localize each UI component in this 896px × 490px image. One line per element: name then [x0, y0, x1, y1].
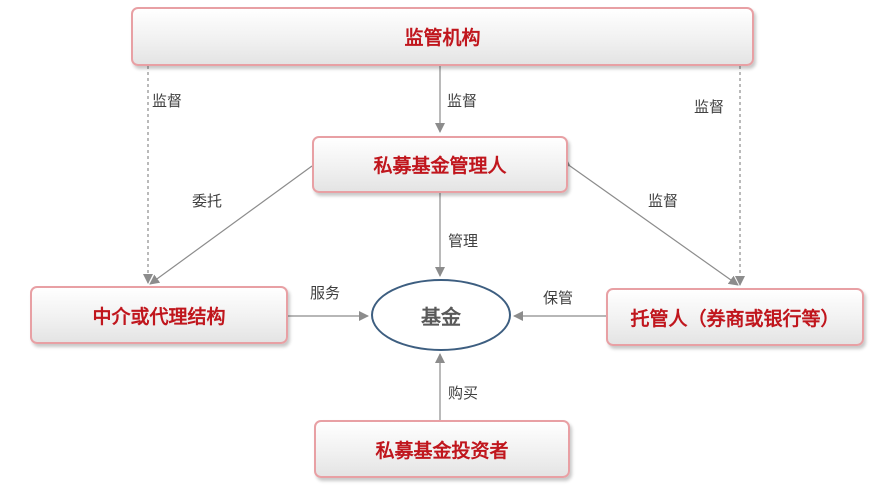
node-fund-label: 基金	[421, 304, 461, 329]
arrow-manager-to-intermediary	[149, 165, 313, 285]
node-investor-label: 私募基金投资者	[375, 439, 509, 462]
edge-label-manager-fund: 管理	[448, 232, 479, 250]
edge-label-investor-fund: 购买	[448, 384, 479, 402]
node-regulator: 监管机构	[131, 7, 754, 66]
node-intermediary: 中介或代理结构	[30, 286, 288, 344]
node-fund-manager: 私募基金管理人	[312, 136, 568, 193]
node-intermediary-label: 中介或代理结构	[92, 305, 226, 328]
edge-label-manager-intermediary: 委托	[192, 192, 223, 210]
node-fund: 基金	[371, 279, 511, 351]
edge-label-manager-custodian: 监督	[648, 192, 679, 210]
arrow-manager-custodian-bidirectional	[559, 156, 739, 286]
node-regulator-label: 监管机构	[404, 27, 481, 49]
node-fund-manager-label: 私募基金管理人	[373, 155, 507, 177]
edge-label-regulator-custodian: 监督	[694, 98, 725, 116]
edge-label-regulator-manager: 监督	[447, 92, 478, 110]
node-custodian: 托管人（券商或银行等）	[606, 288, 864, 346]
node-investor: 私募基金投资者	[314, 420, 570, 478]
edge-label-custodian-fund: 保管	[543, 289, 574, 307]
edge-label-regulator-intermediary: 监督	[152, 92, 183, 110]
node-custodian-label: 托管人（券商或银行等）	[630, 307, 840, 330]
edge-label-intermediary-fund: 服务	[310, 284, 341, 302]
